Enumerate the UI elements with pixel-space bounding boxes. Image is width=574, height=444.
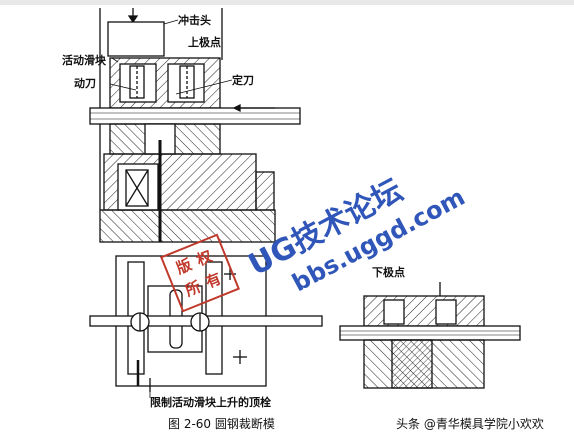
label-fixed-blade: 定刀 [232,73,254,87]
stamp-char-3: 所 [183,278,204,300]
label-punch-head: 冲击头 [178,13,211,27]
label-bottom-dead-center: 下极点 [372,265,405,279]
section-view [89,8,301,243]
label-top-dead-center: 上极点 [188,35,221,49]
copyright-stamp: 版 权 所 有 [160,233,240,313]
stamp-char-1: 版 [174,255,195,277]
label-limit-pin: 限制活动滑块上升的顶栓 [150,395,271,409]
plan-view [89,255,323,392]
figure-caption: 图 2-60 圆钢裁断模 [168,416,275,431]
stamp-char-4: 有 [203,269,224,291]
stamp-char-2: 权 [193,247,216,270]
watermark: UG技术论坛 bbs.uggd.com [243,173,470,297]
label-movable-slider: 活动滑块 [62,53,107,67]
source-credit: 头条 @青华模具学院小欢欢 [396,416,544,431]
label-moving-blade: 动刀 [74,76,96,90]
bottom-dead-center-view [339,282,521,389]
